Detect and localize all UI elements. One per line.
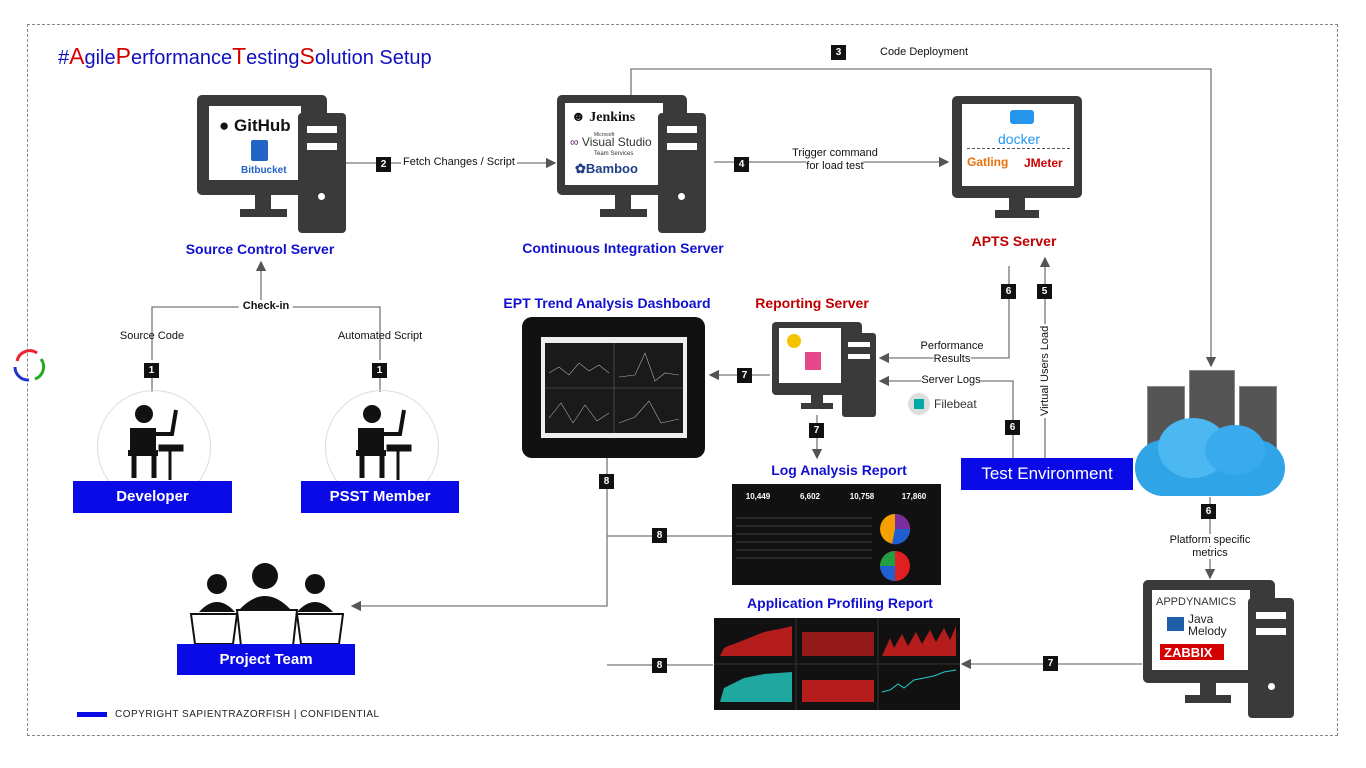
step-badge: 6 <box>1001 284 1016 299</box>
apts-label: APTS Server <box>971 233 1057 249</box>
developer-box: Developer <box>73 481 232 513</box>
project-team-icon <box>189 563 345 647</box>
step-badge: 8 <box>652 658 667 673</box>
elastic-icon <box>805 352 821 370</box>
javamelody-icon <box>1167 617 1184 631</box>
person-at-desk-icon <box>128 405 184 480</box>
perf-results-label-2: Results <box>933 353 971 365</box>
source-code-label: Source Code <box>119 330 185 342</box>
page-title: #AgilePerformanceTestingSolution Setup <box>58 43 432 69</box>
gatling-logo: Gatling <box>967 155 1009 169</box>
person-at-desk-icon <box>356 405 412 480</box>
step-badge: 7 <box>809 423 824 438</box>
automated-script-label: Automated Script <box>337 330 423 342</box>
github-logo: ● GitHub <box>219 116 291 135</box>
log-stat: 6,602 <box>799 492 821 501</box>
profiling-mini-charts <box>714 618 960 710</box>
deploy-label: Code Deployment <box>880 46 969 58</box>
step-badge: 1 <box>372 363 387 378</box>
project-team-box: Project Team <box>177 644 355 675</box>
psst-box: PSST Member <box>301 481 459 513</box>
copyright-footer: COPYRIGHT SAPIENTRAZORFISH | CONFIDENTIA… <box>77 709 380 720</box>
step-badge: 3 <box>831 45 846 60</box>
server-logs-label: Server Logs <box>921 374 981 386</box>
step-badge: 8 <box>652 528 667 543</box>
checkin-label: Check-in <box>238 300 294 312</box>
virtual-load-label: Virtual Users Load <box>1039 323 1051 418</box>
step-badge: 1 <box>144 363 159 378</box>
perf-results-label-1: Performance <box>920 340 984 352</box>
docker-label: docker <box>998 131 1041 147</box>
step-badge: 2 <box>376 157 391 172</box>
dashboard-mini-charts <box>545 343 683 433</box>
platform-label-1: Platform specific <box>1169 534 1251 546</box>
vs-small: Microsoft <box>594 132 615 138</box>
bitbucket-icon <box>251 140 268 161</box>
ci-server-label: Continuous Integration Server <box>522 240 724 256</box>
log-report-label: Log Analysis Report <box>771 462 907 478</box>
log-stat: 10,449 <box>745 492 771 501</box>
log-report-panel: 10,449 6,602 10,758 17,860 <box>732 484 941 585</box>
test-environment-box: Test Environment <box>961 458 1133 490</box>
platform-label-2: metrics <box>1192 547 1228 559</box>
bitbucket-label: Bitbucket <box>241 165 287 176</box>
log-stat: 17,860 <box>901 492 927 501</box>
fetch-label: Fetch Changes / Script <box>401 156 517 168</box>
step-badge: 4 <box>734 157 749 172</box>
jmeter-logo: JMeter <box>1024 156 1063 170</box>
step-badge: 6 <box>1005 420 1020 435</box>
reporting-label: Reporting Server <box>755 295 869 311</box>
log-stat: 10,758 <box>849 492 875 501</box>
profiling-report-label: Application Profiling Report <box>747 595 933 611</box>
trigger-label-1: Trigger command <box>792 147 878 159</box>
cycle-icon <box>13 349 46 382</box>
trigger-label-2: for load test <box>806 160 864 172</box>
appdynamics-logo: APPDYNAMICS <box>1156 596 1237 608</box>
source-control-label: Source Control Server <box>185 241 335 257</box>
visual-studio-logo: ∞ Visual Studio <box>570 135 652 149</box>
zabbix-logo: ZABBIX <box>1164 645 1213 660</box>
step-badge: 7 <box>1043 656 1058 671</box>
log-table-and-pies <box>736 514 911 581</box>
vs-sub: Team Services <box>594 151 634 157</box>
javamelody-logo: Java Melody <box>1188 612 1227 638</box>
dashboard-label: EPT Trend Analysis Dashboard <box>503 295 711 311</box>
step-badge: 8 <box>599 474 614 489</box>
step-badge: 6 <box>1201 504 1216 519</box>
step-badge: 5 <box>1037 284 1052 299</box>
bamboo-logo: ✿Bamboo <box>575 161 638 176</box>
kibana-icon <box>787 334 801 348</box>
docker-icon <box>1010 110 1034 124</box>
profiling-report-panel <box>714 618 960 710</box>
jenkins-logo: ☻ Jenkins <box>571 110 636 125</box>
step-badge: 7 <box>737 368 752 383</box>
